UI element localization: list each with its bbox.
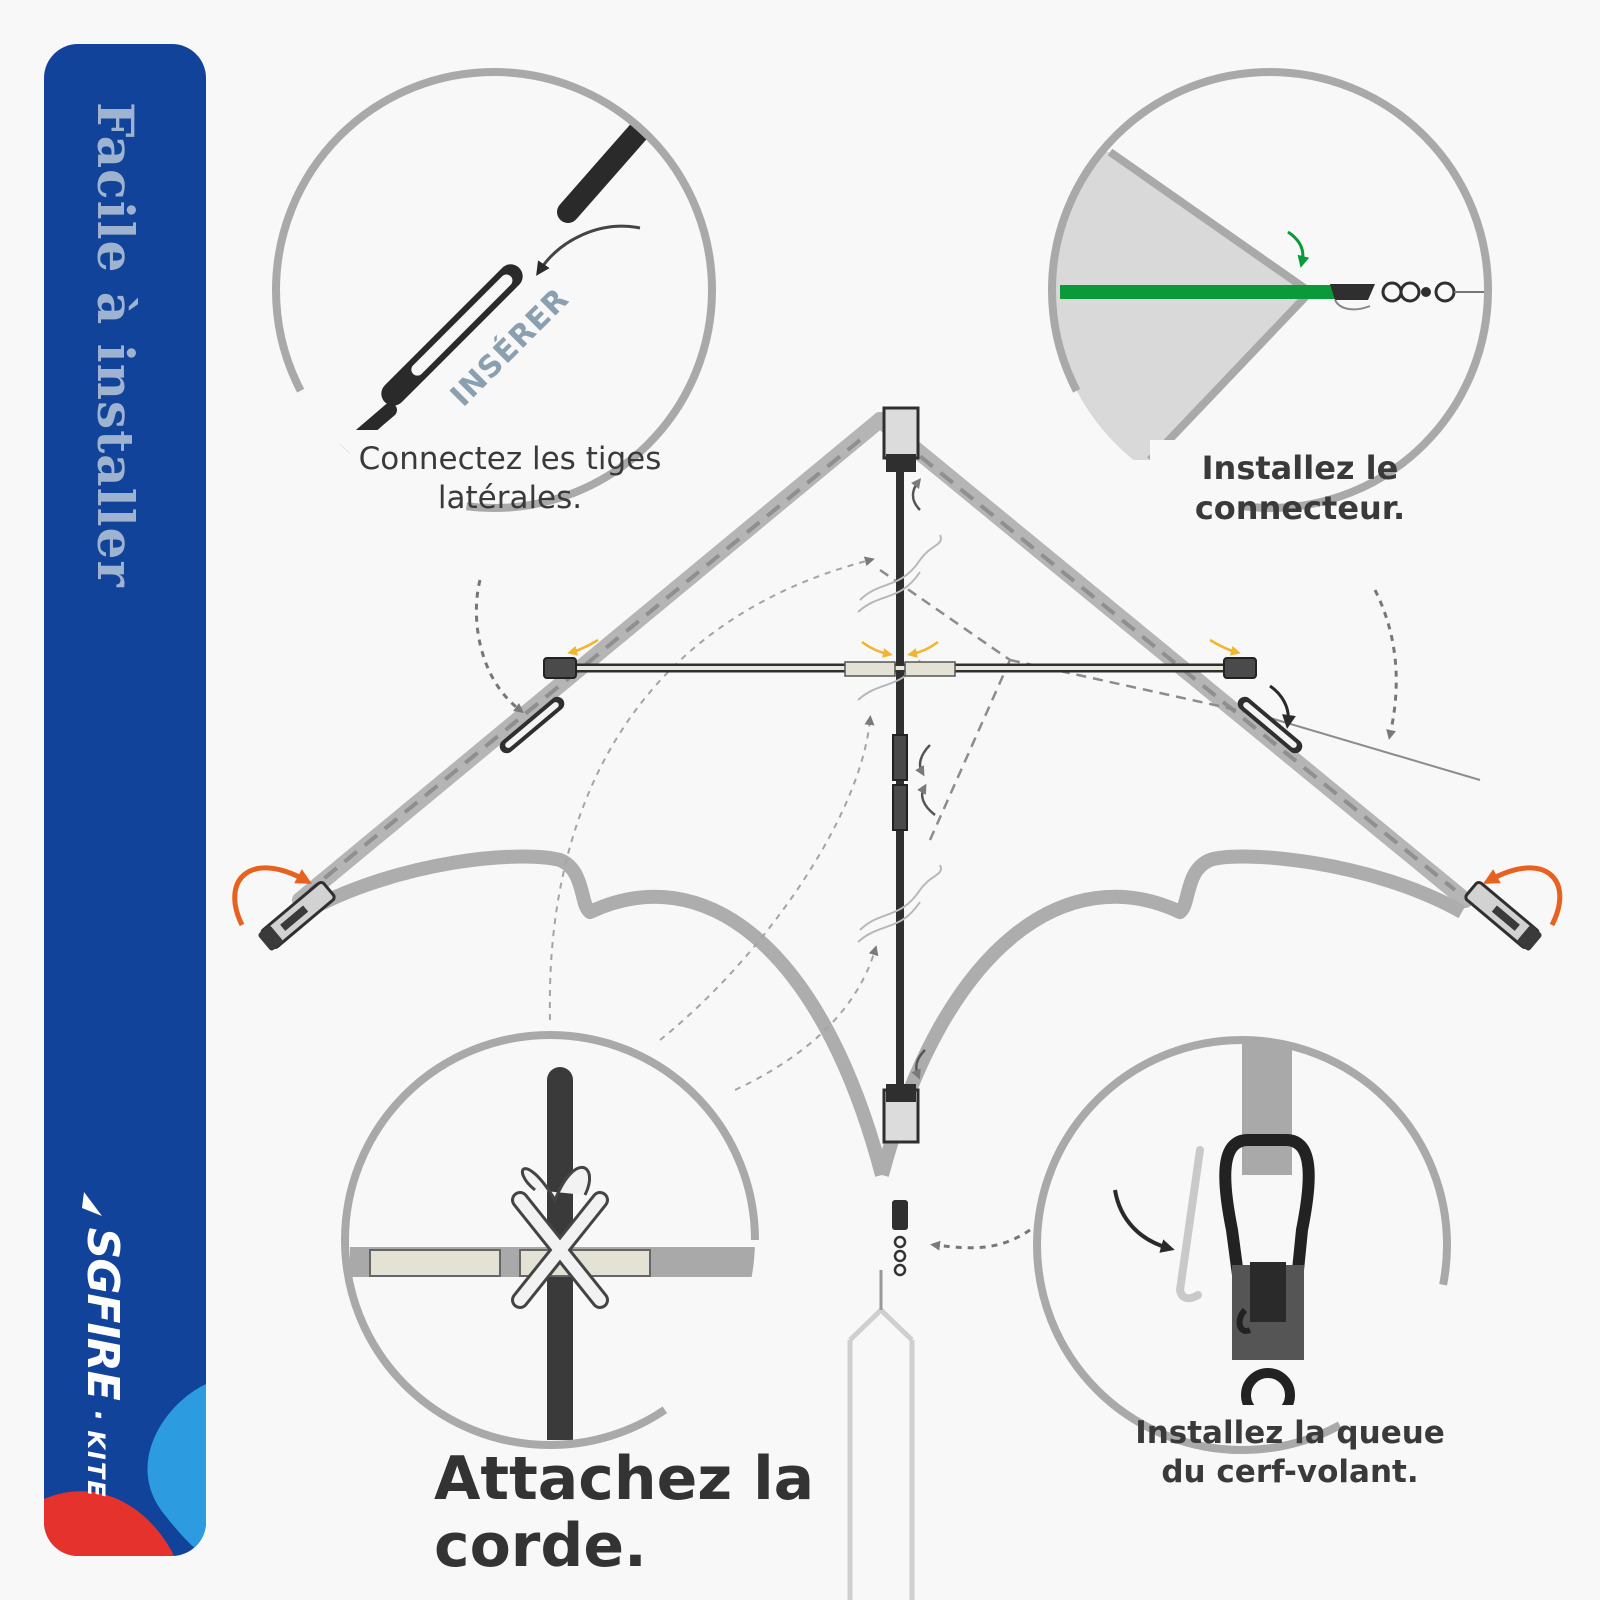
brand-logo: SGFIRE · KITE — [77, 1190, 128, 1499]
detail-attach-string — [341, 1031, 759, 1449]
sidebar-banner — [44, 44, 206, 1556]
caption-line: Installez le — [1201, 449, 1399, 487]
caption-line: corde. — [434, 1511, 647, 1582]
brand-name: SGFIRE — [77, 1227, 128, 1400]
spine-sleeve — [857, 534, 942, 943]
caption-line: Installez la queue — [1135, 1415, 1445, 1451]
yellow-arrows — [567, 638, 1241, 658]
kite-tail — [847, 1270, 915, 1600]
caption-line: du cerf-volant. — [1161, 1453, 1419, 1490]
step-caption-connect-rods: Connectez les tiges latérales. — [300, 440, 720, 518]
caption-line: Attachez la — [434, 1444, 815, 1514]
kite-outline — [292, 412, 1473, 1177]
caption-line: connecteur. — [1194, 489, 1406, 527]
step-caption-attach-string: Attachez la corde. — [434, 1444, 894, 1582]
brand-swoosh-icon — [82, 1192, 103, 1216]
caption-line: latérales. — [437, 479, 583, 516]
bridle-lines — [879, 568, 1481, 841]
caption-line: Connectez les tiges — [358, 441, 662, 477]
step-caption-install-connector: Installez le connecteur. — [1100, 448, 1500, 528]
sidebar-title: Facile à installer — [86, 102, 145, 588]
sidebar-wave-decoration — [44, 1384, 206, 1556]
side-rod-sleeves — [499, 684, 1303, 754]
wing-end-caps — [232, 865, 1563, 951]
spine-rod — [882, 406, 920, 1144]
step-caption-install-tail: Installez la queue du cerf-volant. — [1070, 1414, 1510, 1492]
guide-arcs — [474, 556, 1398, 1251]
brand-sub: KITE — [82, 1430, 110, 1499]
brand-separator: · — [80, 1409, 115, 1421]
spine-arrows — [911, 477, 936, 1080]
cross-spar — [543, 657, 1257, 679]
bottom-swivel — [892, 1200, 908, 1277]
